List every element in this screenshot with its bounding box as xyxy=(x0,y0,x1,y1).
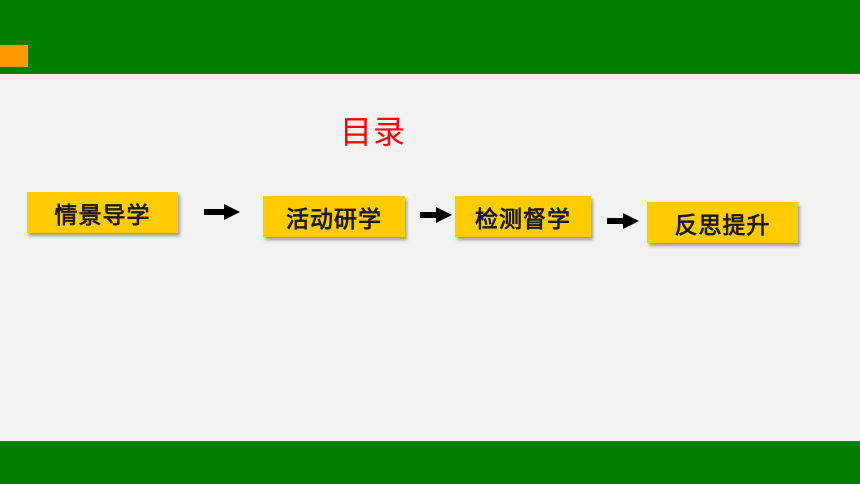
step-box-4: 反思提升 xyxy=(647,202,798,243)
step-box-3: 检测督学 xyxy=(455,196,591,237)
step-box-1: 情景导学 xyxy=(27,192,178,233)
step-box-2: 活动研学 xyxy=(263,196,405,237)
right-arrow-icon xyxy=(607,213,639,229)
page-title: 目录 xyxy=(340,113,407,151)
header-bar xyxy=(0,0,860,74)
right-arrow-icon xyxy=(420,207,452,223)
accent-square xyxy=(0,45,28,67)
footer-bar xyxy=(0,441,860,484)
right-arrow-icon xyxy=(204,204,240,220)
